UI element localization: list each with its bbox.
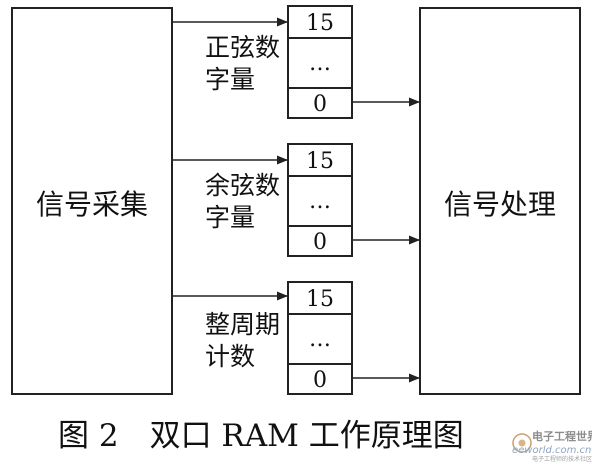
watermark-logo: 电子工程世界 eeworld.com.cn 电子工程师的技术社区 [512,429,592,463]
ram-sine-cell-bottom [287,87,353,119]
signal-acquisition-label: 信号采集 [36,188,148,221]
watermark-title: 电子工程世界 [532,429,592,443]
watermark-dot-icon [518,439,526,447]
ram-sine-top-index: 15 [306,11,334,36]
signal-acquisition-block [11,7,173,395]
ram-cosine-cell-bottom [287,225,353,257]
ram-cosine-label-line1: 余弦数 [205,171,280,200]
ram-sine-bottom-index: 0 [313,92,327,117]
ram-period-top-index: 15 [306,287,334,312]
ram-cosine-cell-middle [287,175,353,227]
ram-cosine-ellipsis: … [309,189,331,214]
ram-sine-cell-middle [287,37,353,89]
ram-cosine-top-index: 15 [306,149,334,174]
ram-period-cell-middle [287,313,353,365]
ram-cosine-label-line2: 字量 [205,203,255,232]
ram-cosine: 15 … 0 余弦数 字量 [172,143,421,257]
watermark-domain: eeworld.com.cn [512,445,591,456]
ram-sine-label-line2: 字量 [205,65,255,94]
watermark-ring-icon [512,433,532,453]
ram-sine-label-line1: 正弦数 [205,33,280,62]
ram-period-cell-bottom [287,363,353,395]
ram-period-label-line2: 计数 [205,342,255,371]
figure-caption: 图 2 双口 RAM 工作原理图 [58,418,464,454]
signal-processing-label: 信号处理 [444,188,556,221]
ram-period-label-line1: 整周期 [205,310,280,339]
signal-processing-block [419,7,581,395]
ram-period-ellipsis: … [309,327,331,352]
ram-cosine-bottom-index: 0 [313,230,327,255]
ram-period-cell-top [287,281,353,315]
ram-sine-ellipsis: … [309,51,331,76]
watermark-tagline: 电子工程师的技术社区 [532,455,592,463]
ram-period-bottom-index: 0 [313,368,327,393]
ram-sine: 15 … 0 正弦数 字量 [172,5,421,119]
ram-cosine-cell-top [287,143,353,177]
ram-period-count: 15 … 0 整周期 计数 [172,281,421,395]
